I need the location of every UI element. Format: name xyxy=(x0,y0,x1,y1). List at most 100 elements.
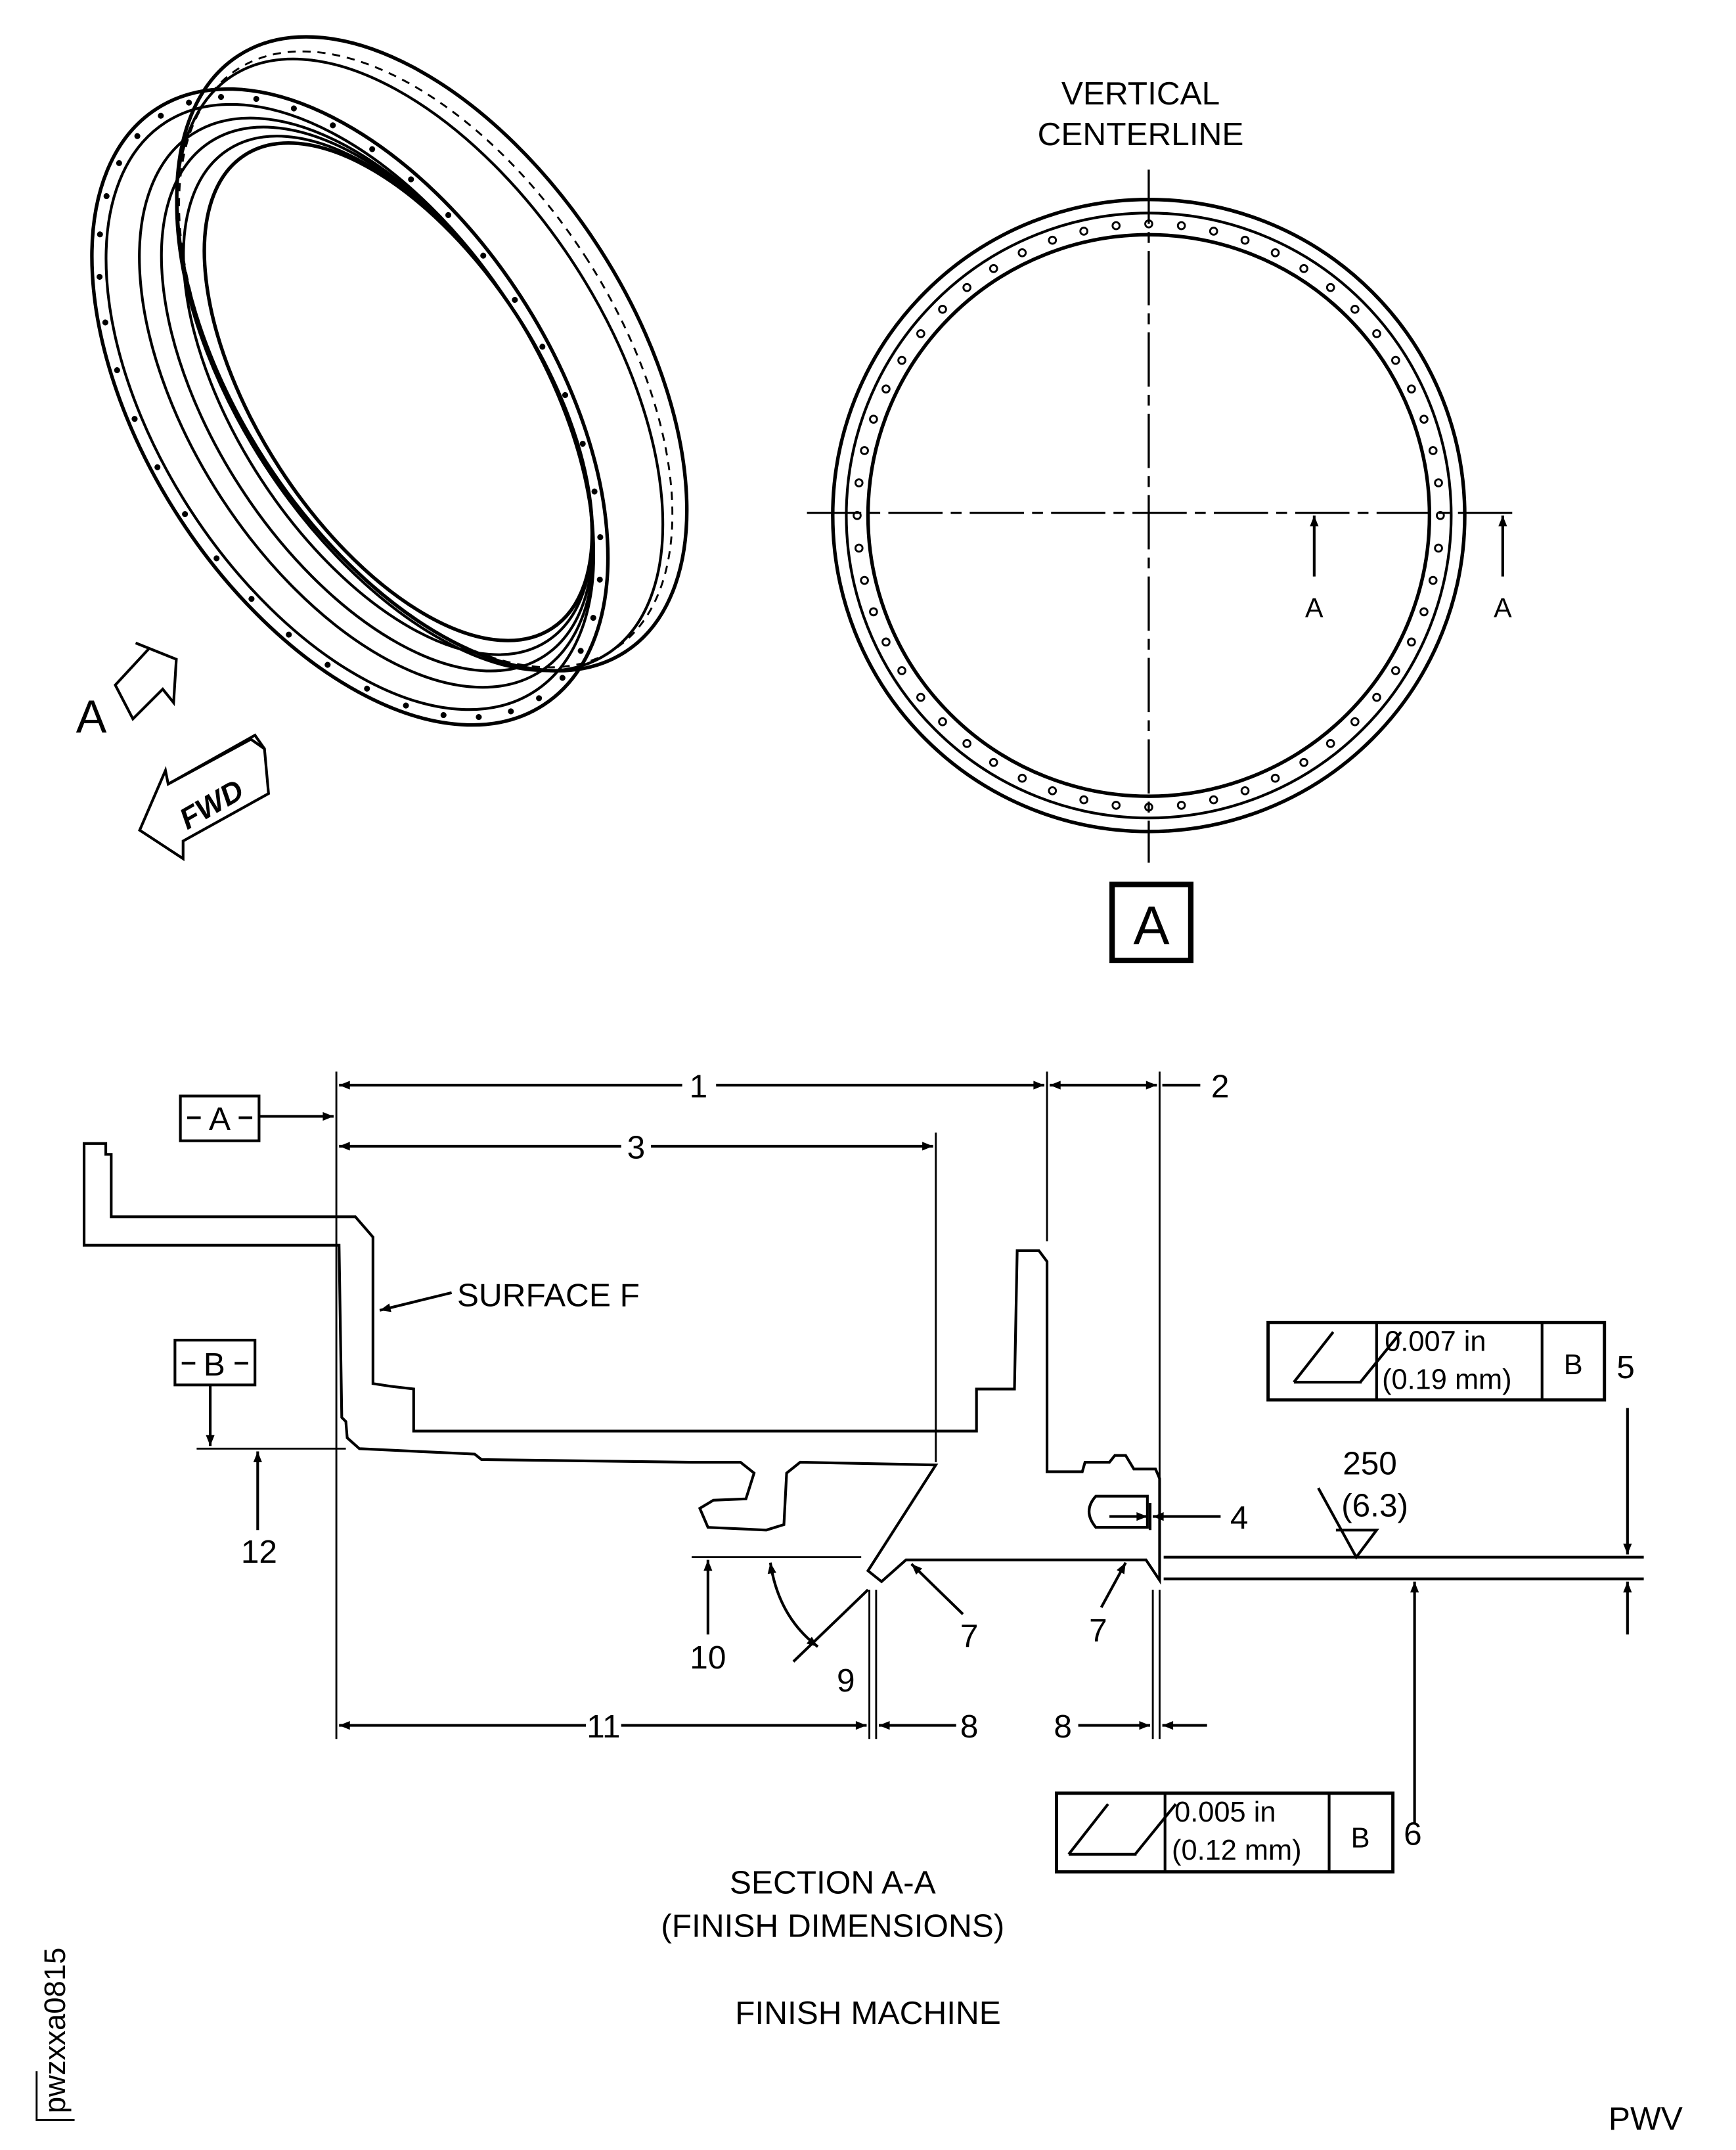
bolt-hole xyxy=(290,105,297,112)
bolt-hole xyxy=(916,329,925,338)
bolt-hole xyxy=(286,631,292,638)
bolt-hole xyxy=(562,392,569,399)
section-a-a: 1 2 3 A B 12 SURFACE F 4 xyxy=(82,1068,1644,2031)
bolt-hole xyxy=(1419,607,1429,617)
bolt-hole xyxy=(1240,235,1250,245)
bolt-hole xyxy=(508,708,514,715)
bolt-hole xyxy=(1048,235,1057,245)
feature-control-frame-top: 0.007 in (0.19 mm) B xyxy=(1266,1320,1607,1402)
bolt-hole xyxy=(1407,637,1416,647)
fcf-bottom-value-mm: (0.12 mm) xyxy=(1172,1835,1302,1866)
dim-2: 2 xyxy=(1211,1068,1230,1105)
dim-8-right: 8 xyxy=(1054,1708,1072,1745)
bolt-hole xyxy=(1299,264,1308,273)
bolt-hole xyxy=(897,355,906,365)
bolt-hole xyxy=(103,193,110,200)
bolt-hole xyxy=(1209,795,1218,805)
bolt-hole xyxy=(186,99,192,106)
bolt-hole xyxy=(134,133,141,139)
bolt-hole xyxy=(854,543,864,553)
bolt-hole xyxy=(881,637,891,647)
view-a: VERTICAL CENTERLINE A A A xyxy=(807,75,1519,964)
bolt-hole xyxy=(1017,248,1027,258)
bolt-hole xyxy=(881,384,891,393)
dim-8-left: 8 xyxy=(960,1708,979,1745)
bolt-hole xyxy=(539,344,546,350)
bolt-hole xyxy=(962,282,971,292)
bolt-hole xyxy=(916,692,925,702)
finish-metric: (6.3) xyxy=(1341,1487,1408,1524)
bolt-hole xyxy=(1372,329,1381,338)
bolt-hole xyxy=(989,757,998,767)
total-runout-icon xyxy=(1067,1803,1177,1856)
figure-id-text: pwzxxa0815 xyxy=(38,1948,72,2113)
dim-12: 12 xyxy=(241,1533,277,1570)
bolt-hole xyxy=(324,661,331,668)
fcf-top-value-in: 0.007 in xyxy=(1385,1326,1486,1358)
bolt-hole xyxy=(1111,221,1121,231)
dim-5: 5 xyxy=(1616,1349,1635,1385)
dim-9: 9 xyxy=(837,1662,855,1699)
bolt-hole xyxy=(596,576,603,583)
bolt-hole xyxy=(577,648,584,654)
section-subtitle: (FINISH DIMENSIONS) xyxy=(661,1908,1004,1944)
bolt-hole xyxy=(1407,384,1416,393)
bolt-hole xyxy=(97,273,103,280)
fcf-top-value-mm: (0.19 mm) xyxy=(1382,1364,1512,1396)
fcf-top-datum: B xyxy=(1564,1349,1583,1381)
bolt-hole xyxy=(131,416,138,422)
dim-1: 1 xyxy=(690,1068,708,1105)
bolt-hole xyxy=(536,695,543,702)
bolt-hole xyxy=(869,414,878,424)
bolt-hole xyxy=(1391,666,1400,675)
bolt-hole xyxy=(1428,446,1438,455)
finish-value: 250 xyxy=(1343,1445,1397,1482)
figure-id: pwzxxa0815 xyxy=(35,1948,75,2121)
bolt-hole xyxy=(1372,692,1381,702)
bolt-hole xyxy=(408,176,414,183)
dim-7-left: 7 xyxy=(960,1617,979,1654)
bolt-hole xyxy=(1176,221,1186,231)
bolt-hole xyxy=(1350,305,1360,314)
bolt-hole xyxy=(559,675,566,681)
dim-3: 3 xyxy=(627,1129,646,1165)
datum-a-label: A xyxy=(209,1100,231,1137)
fcf-bottom-value-in: 0.005 in xyxy=(1174,1797,1276,1828)
bolt-hole xyxy=(591,488,598,495)
bolt-hole xyxy=(480,252,487,259)
bolt-hole xyxy=(1209,227,1218,236)
bolt-hole xyxy=(512,296,518,303)
bolt-hole xyxy=(182,511,189,518)
surface-finish-symbol xyxy=(1317,1487,1379,1560)
finish-machine-note: FINISH MACHINE xyxy=(735,1994,1001,2031)
bolt-hole xyxy=(154,464,161,470)
bolt-hole xyxy=(1017,773,1027,783)
bolt-hole xyxy=(860,446,869,455)
bolt-hole xyxy=(938,717,947,727)
bolt-hole xyxy=(213,555,220,562)
bolt-hole xyxy=(1270,773,1280,783)
dim-6: 6 xyxy=(1404,1815,1422,1852)
bolt-hole xyxy=(369,146,376,152)
bolt-hole xyxy=(989,264,998,273)
fwd-arrow-icon: FWD xyxy=(138,733,271,861)
fcf-bottom-datum: B xyxy=(1351,1822,1370,1854)
bolt-hole xyxy=(403,702,409,709)
bolt-hole xyxy=(1270,248,1280,258)
bolt-hole xyxy=(854,478,864,487)
bolt-hole xyxy=(476,714,482,721)
bolt-hole xyxy=(1240,786,1250,795)
bolt-hole xyxy=(1434,478,1443,487)
dim-7-right: 7 xyxy=(1089,1612,1107,1649)
bolt-hole xyxy=(597,534,604,541)
bolt-hole xyxy=(1434,543,1443,553)
footer-code: PWV xyxy=(1609,2100,1683,2137)
isometric-ring-view xyxy=(90,35,689,727)
bolt-hole xyxy=(579,440,586,447)
bolt-hole xyxy=(114,367,120,374)
bolt-hole xyxy=(1079,227,1088,236)
bolt-hole xyxy=(97,231,103,238)
bolt-hole xyxy=(962,739,971,748)
view-a-label: A xyxy=(1134,895,1170,956)
